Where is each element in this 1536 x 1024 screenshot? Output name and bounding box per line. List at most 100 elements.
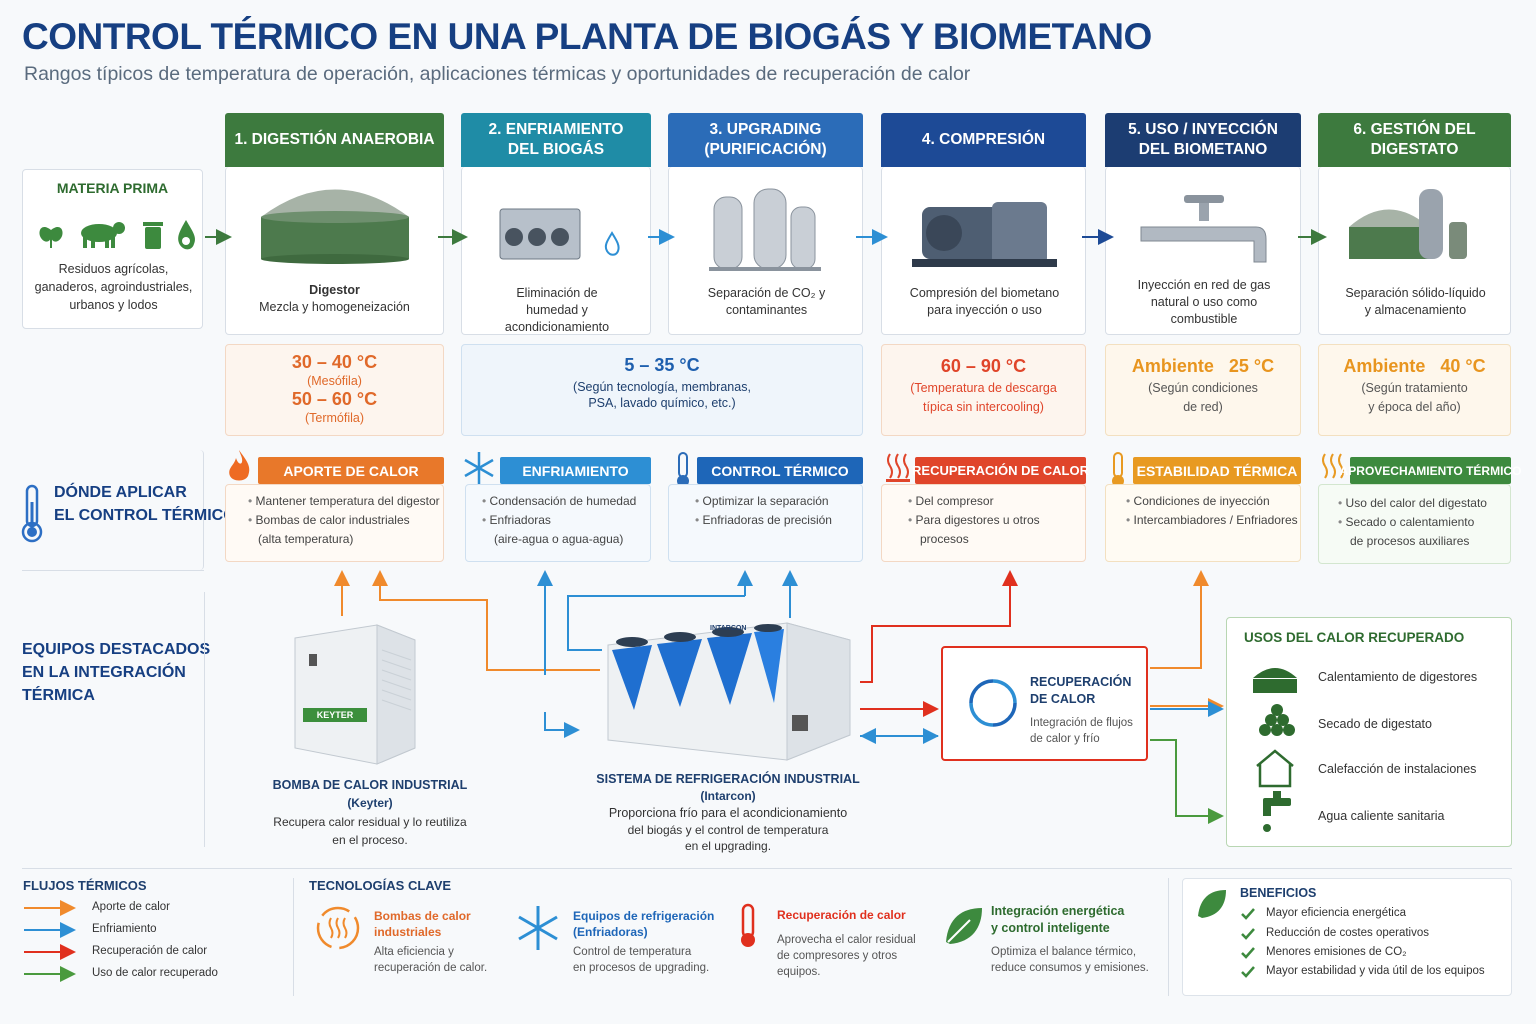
control-tag-thermal: CONTROL TÉRMICO <box>697 457 863 484</box>
control-tag-recovery: RECUPERACIÓN DE CALOR <box>912 457 1089 484</box>
intarcon-chiller-image: INTARCON <box>602 615 854 765</box>
range-compression-value: 60 – 90 °C <box>940 356 1027 376</box>
control-list-heat: Mantener temperatura del digestorBombas … <box>248 492 440 549</box>
benefit-item-2: Reducción de costes operativos <box>1266 927 1430 939</box>
heat-pump-brand: (Keyter) <box>347 796 393 810</box>
range-cooling-upgrading: 5 – 35 °C (Según tecnología, membranas, … <box>461 344 863 436</box>
stage-2-title: 2. ENFRIAMIENTO DEL BIOGÁS <box>488 121 624 158</box>
uses-box: USOS DEL CALOR RECUPERADO Calentamiento … <box>1226 617 1512 847</box>
control-list-use: Uso del calor del digestatoSecado o cale… <box>1338 494 1487 551</box>
control-list-stability: Condiciones de inyecciónIntercambiadores… <box>1126 492 1298 530</box>
stage-card-1: Digestor Mezcla y homogeneización <box>225 167 444 335</box>
heat-pump-unit-icon <box>294 624 416 765</box>
heat-pump-tech-icon <box>316 906 360 950</box>
page-title: CONTROL TÉRMICO EN UNA PLANTA DE BIOGÁS … <box>22 16 1152 57</box>
control-divider <box>22 570 204 571</box>
use-item-2: Secado de digestato <box>1318 717 1432 731</box>
stage-1-caption: Mezcla y homogeneización <box>259 300 410 314</box>
flow-item-use: Uso de calor recuperado <box>92 967 218 979</box>
upgrading-tanks-icon <box>709 188 821 271</box>
range-mesophilic-note: (Mesófila) <box>307 374 362 388</box>
cow-icon <box>81 222 125 248</box>
stage-card-4: Compresión del biometano para inyección … <box>881 167 1086 335</box>
benefits-title: BENEFICIOS <box>1240 886 1317 900</box>
stage-6-caption: Separación sólido-líquido y almacenamien… <box>1345 286 1486 317</box>
benefits-leaf-icon <box>1198 890 1226 918</box>
tech-recovery-title: Recuperación de calor <box>777 908 906 922</box>
stage-header-2: 2. ENFRIAMIENTO DEL BIOGÁS <box>461 113 651 167</box>
control-list-recovery: Del compresorPara digestores u otrosproc… <box>908 492 1040 549</box>
stage-card-6: Separación sólido-líquido y almacenamien… <box>1318 167 1511 335</box>
refrigeration-desc-3: en el upgrading. <box>684 839 772 853</box>
refrigeration-desc-2: del biogás y el control de temperatura <box>627 823 829 837</box>
stage-4-caption: Compresión del biometano para inyección … <box>909 286 1060 317</box>
leaf-icon <box>39 227 63 248</box>
flows-legend-arrows <box>24 900 76 982</box>
range-digestate: Ambiente 40 °C (Según tratamiento y époc… <box>1318 344 1511 436</box>
stage-5-caption: Inyección en red de gas natural o uso co… <box>1137 278 1271 326</box>
snowflake-tech-icon <box>518 906 558 950</box>
benefits-checkmarks <box>1241 908 1255 978</box>
range-thermophilic-value: 50 – 60 °C <box>291 389 378 409</box>
heat-pump-title: BOMBA DE CALOR INDUSTRIAL <box>272 778 468 792</box>
range-compression-note-2: típica sin intercooling) <box>923 400 1044 414</box>
control-tag-cooling: ENFRIAMIENTO <box>500 457 651 484</box>
benefit-item-3: Menores emisiones de CO₂ <box>1266 946 1407 958</box>
range-digestate-note-1: (Según tratamiento <box>1361 381 1468 395</box>
stage-3-title: 3. UPGRADING (PURIFICACIÓN) <box>704 121 827 158</box>
recycle-arrows-icon <box>969 679 1017 727</box>
benefits-box <box>1182 878 1512 996</box>
tech-divider <box>1168 878 1169 996</box>
stage-card-5: Inyección en red de gas natural o uso co… <box>1105 167 1301 335</box>
flow-item-heat: Aporte de calor <box>92 901 170 913</box>
stage-5-title: 5. USO / INYECCIÓN DEL BIOMETANO <box>1128 121 1278 158</box>
stage-6-title: 6. GESTIÓN DEL DIGESTATO <box>1353 121 1476 158</box>
intarcon-brand: INTARCON <box>710 625 747 632</box>
range-injection-note-2: de red) <box>1183 400 1223 414</box>
refrigeration-title: SISTEMA DE REFRIGERACIÓN INDUSTRIAL <box>596 772 860 786</box>
control-tag-heat: APORTE DE CALOR <box>258 457 444 484</box>
heat-waves-icon <box>886 453 910 482</box>
benefit-item-1: Mayor eficiencia energética <box>1266 907 1406 919</box>
use-item-4: Agua caliente sanitaria <box>1318 809 1445 823</box>
snowflake-icon <box>464 452 494 484</box>
tech-refrigeration-title: Equipos de refrigeración(Enfriadoras) <box>573 909 715 939</box>
equip-divider <box>204 592 205 847</box>
range-cooling-value: 5 – 35 °C <box>624 355 700 375</box>
range-digestate-note-2: y época del año) <box>1368 400 1461 414</box>
digester-icon <box>261 189 409 264</box>
refrigeration-brand: (Intarcon) <box>700 789 756 803</box>
digester-heating-icon <box>1253 668 1297 693</box>
refrigeration-desc-1: Proporciona frío para el acondicionamien… <box>608 806 848 820</box>
feedstock-icons <box>39 220 196 250</box>
range-injection: Ambiente 25 °C (Según condiciones de red… <box>1105 344 1301 436</box>
control-section-box <box>22 450 204 570</box>
stage-2-caption: Eliminación de humedad y acondicionamien… <box>504 286 610 334</box>
benefit-item-4: Mayor estabilidad y vida útil de los equ… <box>1266 965 1485 977</box>
keyter-brand: KEYTER <box>316 710 354 720</box>
control-list-thermal: Optimizar la separaciónEnfriadoras de pr… <box>695 492 832 530</box>
range-digestate-values: Ambiente 40 °C <box>1343 356 1486 376</box>
stage-header-1: 1. DIGESTIÓN ANAEROBIA <box>225 113 444 167</box>
stage-3-caption: Separación de CO₂ y contaminantes <box>707 286 826 317</box>
range-digestion: 30 – 40 °C (Mesófila) 50 – 60 °C (Termóf… <box>225 344 444 436</box>
use-item-3: Calefacción de instalaciones <box>1318 762 1477 776</box>
stage-header-5: 5. USO / INYECCIÓN DEL BIOMETANO <box>1105 113 1301 167</box>
flows-title: FLUJOS TÉRMICOS <box>23 878 147 893</box>
materia-prima-card: MATERIA PRIMA Residuos agrícolas, ganade… <box>22 169 203 329</box>
flows-divider <box>293 878 294 996</box>
page-subtitle: Rangos típicos de temperatura de operaci… <box>24 63 971 85</box>
materia-prima-desc: Residuos agrícolas, ganaderos, agroindus… <box>34 262 193 312</box>
heat-recovery-tech-icon <box>741 903 755 947</box>
range-cooling-note-2: PSA, lavado químico, etc.) <box>588 396 736 410</box>
thermometer-icon <box>21 484 43 543</box>
digestate-drying-icon <box>1259 704 1295 736</box>
control-tag-stability: ESTABILIDAD TÉRMICA <box>1133 457 1301 484</box>
stage-card-2: Eliminación de humedad y acondicionamien… <box>461 167 651 335</box>
